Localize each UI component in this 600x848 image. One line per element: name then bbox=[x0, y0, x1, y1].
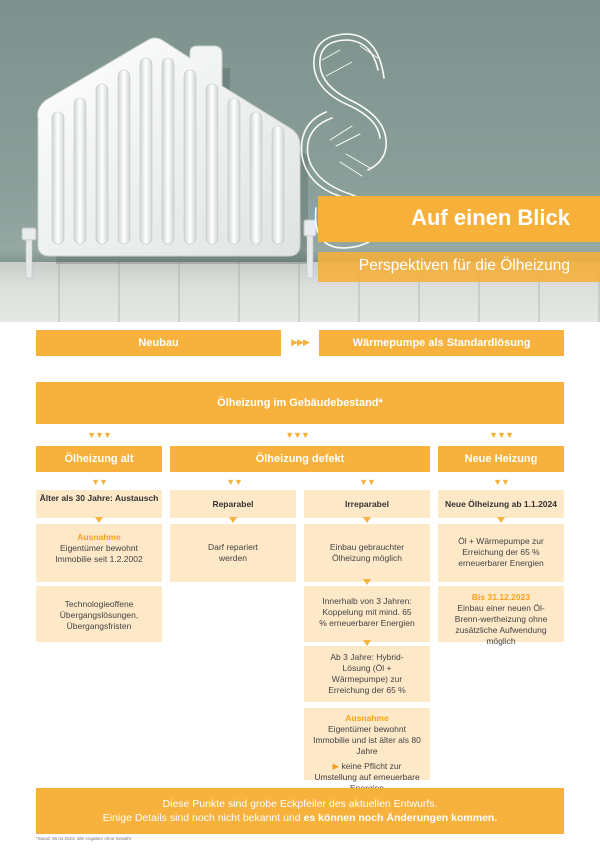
alt-box-austausch: Älter als 30 Jahre: Austausch bbox=[36, 490, 162, 518]
alt-box-austausch-text: Älter als 30 Jahre: Austausch bbox=[39, 493, 159, 503]
header-oelheizung-alt: Ölheizung alt bbox=[36, 446, 162, 472]
irreparabel-box-hybrid: Ab 3 Jahre: Hybrid-Lösung (Öl + Wärmepum… bbox=[304, 646, 430, 702]
neu-box-bis2023: Bis 31.12.2023 Einbau einer neuen Öl-Bre… bbox=[438, 586, 564, 646]
footer-line2: Einige Details sind noch nicht bekannt u… bbox=[36, 811, 564, 825]
reparabel-box-title: Reparabel bbox=[170, 490, 296, 518]
alt-ausnahme-text: Eigentümer bewohnt Immobilie seit 1.2.20… bbox=[55, 543, 143, 564]
reparabel-title: Reparabel bbox=[212, 499, 254, 509]
footer-line2-normal: Einige Details sind noch nicht bekannt u… bbox=[102, 812, 304, 824]
waermepumpe-label: Wärmepumpe als Standardlösung bbox=[352, 337, 531, 349]
radiator-house-illustration bbox=[21, 33, 387, 279]
neu-bis2023-text: Einbau einer neuen Öl-Brenn-wertheizung … bbox=[454, 603, 548, 646]
down-arrows-icon: ▼▼ bbox=[226, 477, 243, 487]
header-alt-label: Ölheizung alt bbox=[64, 453, 134, 465]
reparabel-text: Darf repariert werden bbox=[207, 542, 259, 563]
neu-box-title-text: Neue Ölheizung ab 1.1.2024 bbox=[445, 499, 557, 509]
irreparabel-ausnahme-text: Eigentümer bewohnt Immobilie und ist ält… bbox=[313, 724, 421, 756]
hero-image: Auf einen Blick Perspektiven für die Ölh… bbox=[0, 0, 600, 322]
down-arrows-icon: ▼▼▼ bbox=[285, 430, 310, 440]
irreparabel-box-gebraucht: Einbau gebrauchter Ölheizung möglich bbox=[304, 524, 430, 582]
waermepumpe-bar: Wärmepumpe als Standardlösung bbox=[319, 330, 564, 356]
reparabel-box: Darf repariert werden bbox=[170, 524, 296, 582]
down-arrows-icon: ▼▼ bbox=[493, 477, 510, 487]
irreparabel-title: Irreparabel bbox=[345, 499, 389, 509]
alt-box-ausnahme: Ausnahme Eigentümer bewohnt Immobilie se… bbox=[36, 524, 162, 582]
down-arrows-icon: ▼▼▼ bbox=[489, 430, 514, 440]
neu-waermepumpe-text: Öl + Wärmepumpe zur Erreichung der 65 % … bbox=[458, 536, 544, 568]
down-arrow-icon bbox=[363, 579, 371, 585]
neubau-bar: Neubau bbox=[36, 330, 281, 356]
hero-subtitle-band: Perspektiven für die Ölheizung bbox=[318, 252, 600, 282]
main-bar: Ölheizung im Gebäudebestand* bbox=[36, 382, 564, 424]
neu-box-title: Neue Ölheizung ab 1.1.2024 bbox=[438, 490, 564, 518]
irreparabel-box-title: Irreparabel bbox=[304, 490, 430, 518]
down-arrows-icon: ▼▼ bbox=[359, 477, 376, 487]
main-bar-label: Ölheizung im Gebäudebestand* bbox=[217, 397, 383, 409]
irreparabel-gebraucht-text: Einbau gebrauchter Ölheizung möglich bbox=[329, 542, 405, 563]
header-defekt-label: Ölheizung defekt bbox=[255, 453, 345, 465]
neu-bis2023-label: Bis 31.12.2023 bbox=[471, 592, 531, 602]
header-oelheizung-defekt: Ölheizung defekt bbox=[170, 446, 430, 472]
header-neue-heizung: Neue Heizung bbox=[438, 446, 564, 472]
neu-box-waermepumpe: Öl + Wärmepumpe zur Erreichung der 65 % … bbox=[438, 524, 564, 582]
down-arrow-icon bbox=[95, 517, 103, 523]
neubau-label: Neubau bbox=[138, 337, 179, 349]
header-neu-label: Neue Heizung bbox=[464, 453, 538, 465]
footer-banner: Diese Punkte sind grobe Eckpfeiler des a… bbox=[36, 788, 564, 834]
irreparabel-box-ausnahme: Ausnahme Eigentümer bewohnt Immobilie un… bbox=[304, 708, 430, 793]
down-arrow-icon bbox=[497, 517, 505, 523]
down-arrows-icon: ▼▼▼ bbox=[87, 430, 112, 440]
hero-subtitle: Perspektiven für die Ölheizung bbox=[358, 257, 570, 274]
alt-box-uebergang: Technologieoffene Übergangslösungen, Übe… bbox=[36, 586, 162, 642]
footer-line1: Diese Punkte sind grobe Eckpfeiler des a… bbox=[162, 798, 438, 810]
down-arrow-icon bbox=[229, 517, 237, 523]
alt-ausnahme-label: Ausnahme bbox=[77, 532, 121, 542]
down-arrows-icon: ▼▼ bbox=[91, 477, 108, 487]
irreparabel-box-3jahre: Innerhalb von 3 Jahren: Koppelung mit mi… bbox=[304, 586, 430, 642]
triangle-right-icon: ▶ bbox=[332, 761, 340, 771]
down-arrow-icon bbox=[363, 517, 371, 523]
right-arrows-icon: ▶▶▶ bbox=[291, 337, 310, 347]
irreparabel-ausnahme-label: Ausnahme bbox=[345, 713, 389, 723]
irreparabel-hybrid-text: Ab 3 Jahre: Hybrid-Lösung (Öl + Wärmepum… bbox=[328, 652, 406, 695]
alt-uebergang-text: Technologieoffene Übergangslösungen, Übe… bbox=[59, 599, 139, 631]
footer-line2-bold: es können noch Änderungen kommen. bbox=[303, 812, 498, 824]
irreparabel-3jahre-text: Innerhalb von 3 Jahren: Koppelung mit mi… bbox=[319, 596, 415, 628]
down-arrow-icon bbox=[363, 640, 371, 646]
hero-title: Auf einen Blick bbox=[411, 205, 570, 230]
hero-title-band: Auf einen Blick bbox=[318, 196, 600, 242]
floor bbox=[0, 262, 600, 322]
footnote: *Stand: 06.04.2023, alle Angaben ohne Ge… bbox=[36, 836, 132, 841]
